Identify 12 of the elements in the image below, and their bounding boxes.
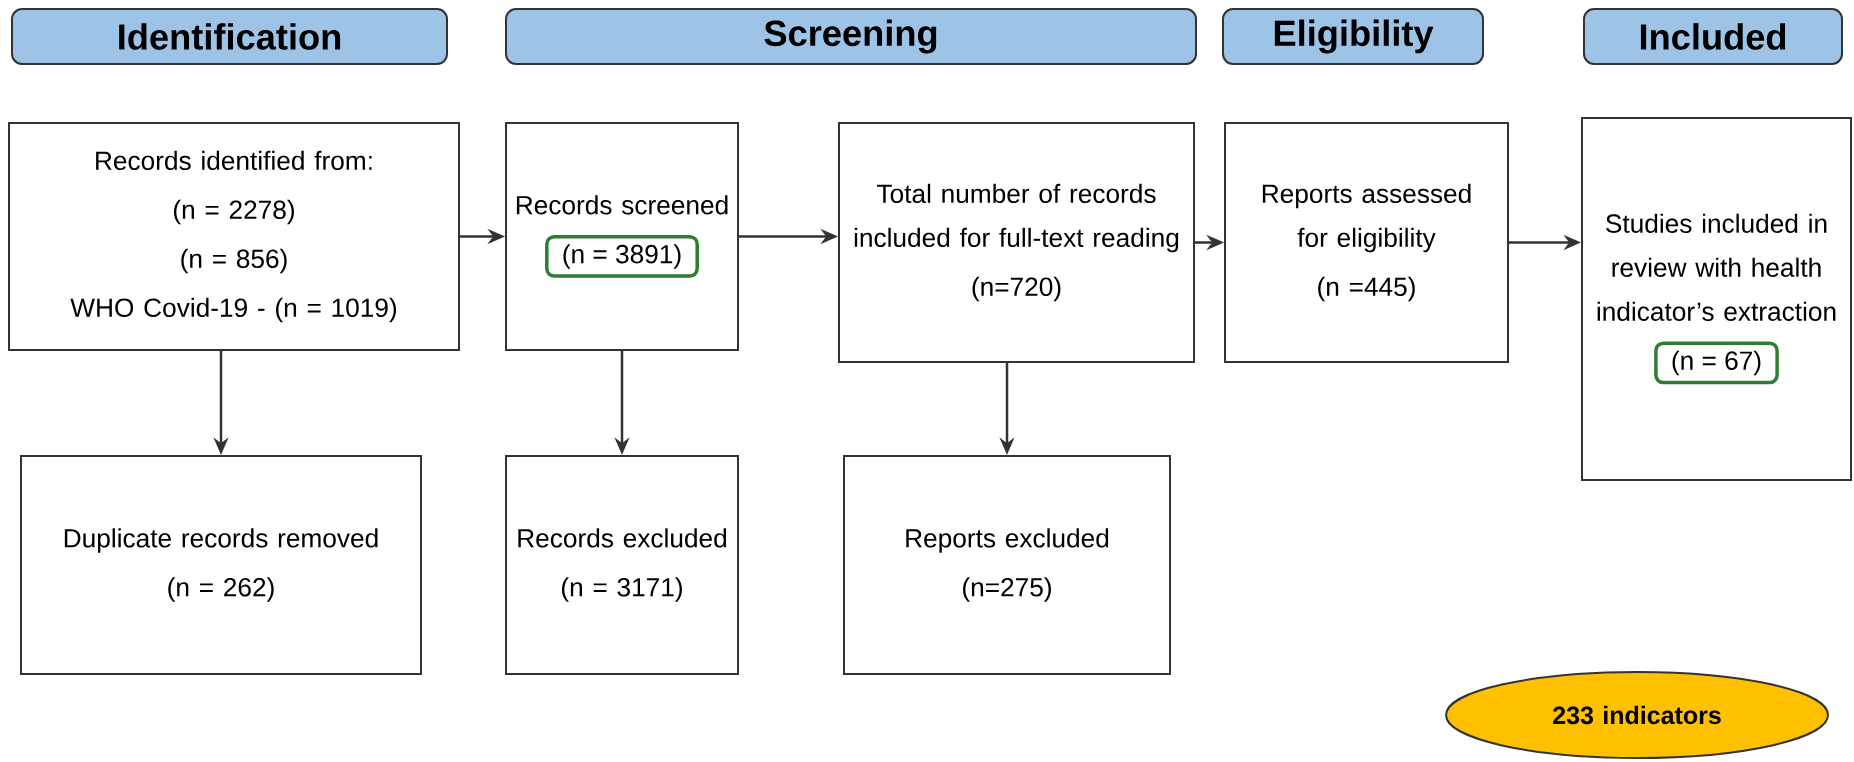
process-box: Reports excluded (n=275) (843, 455, 1171, 675)
stage-header: Eligibility (1222, 8, 1484, 65)
process-box: Records identified from: (n = 2278) (n = 856) WHO Covid-19 - (n = 1019) (8, 122, 460, 351)
process-box: Reports assessed for eligibility (n =445) (1224, 122, 1509, 363)
process-box: Duplicate records removed (n = 262) (20, 455, 422, 675)
stage-header: Included (1583, 8, 1843, 65)
process-box: Records screened (n = 3891) (505, 122, 739, 351)
stage-header: Identification (11, 8, 448, 65)
process-box: Records excluded (n = 3171) (505, 455, 739, 675)
process-box: Total number of records included for full-text reading (n=720) (838, 122, 1195, 363)
process-box: Studies included in review with health indicator’s extraction (n = 67) (1581, 117, 1852, 481)
stage-header: Screening (505, 8, 1197, 65)
